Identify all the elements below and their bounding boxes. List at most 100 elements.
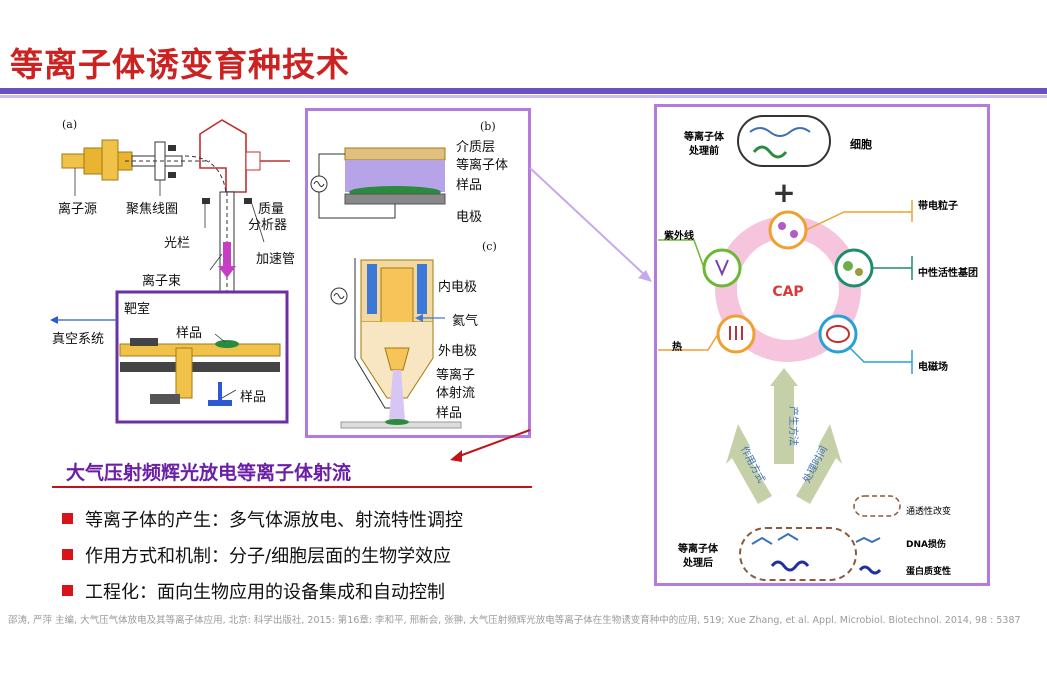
protein-denatured xyxy=(770,560,810,572)
zoom-arrow xyxy=(529,167,649,279)
protein-coil xyxy=(752,145,788,159)
dna-damage-label: DNA损伤 xyxy=(906,540,946,550)
sample-label-c: 样品 xyxy=(436,406,463,421)
cell-label: 细胞 xyxy=(850,138,872,151)
legend-dna xyxy=(855,536,881,544)
dna-helix xyxy=(749,127,811,137)
sample-holder xyxy=(208,400,232,406)
title-divider xyxy=(0,88,1047,94)
bullet-text: 作用方式和机制：分子/细胞层面的生物学效应 xyxy=(85,546,452,567)
vacuum-label: 真空系统 xyxy=(52,332,105,347)
sample-stage xyxy=(119,343,281,357)
sample-spot xyxy=(385,419,409,425)
arrow-method xyxy=(770,368,798,464)
cell-after xyxy=(739,527,857,581)
legend-membrane xyxy=(853,495,901,517)
connector-arrows xyxy=(450,167,652,462)
jet-label-2: 体射流 xyxy=(436,386,476,401)
outer-electrode-label: 外电极 xyxy=(438,344,478,359)
bullet-text: 工程化：面向生物应用的设备集成和自动控制 xyxy=(85,582,445,603)
electrode-tip xyxy=(384,347,410,371)
bullet-item: 作用方式和机制：分子/细胞层面的生物学效应 xyxy=(62,542,451,568)
connector-charged xyxy=(805,211,912,231)
gas-arrow xyxy=(415,314,423,322)
target-chamber-label: 靶室 xyxy=(124,302,151,317)
ion-beam-arrow xyxy=(223,242,231,266)
connector-uv xyxy=(658,239,705,269)
permeability-label: 通透性改变 xyxy=(906,507,952,517)
mass-analyzer-label-1: 质量 xyxy=(258,202,285,217)
em-field-icon xyxy=(826,325,850,343)
leader-line xyxy=(221,389,237,399)
ac-wave xyxy=(313,181,325,187)
legend-protein xyxy=(858,565,882,575)
inner-electrode-label: 内电极 xyxy=(438,280,478,295)
uv-icon xyxy=(715,259,729,277)
target-chamber-frame xyxy=(115,290,289,424)
ion-source-head xyxy=(101,139,119,181)
jet-label-1: 等离子 xyxy=(436,368,476,383)
coil-block xyxy=(168,172,176,178)
ion-beam-arrowhead xyxy=(218,266,236,278)
after-label-2: 处理后 xyxy=(683,558,713,569)
leader-line xyxy=(214,333,226,343)
ion-source-body xyxy=(61,153,85,169)
connector-heat xyxy=(658,333,719,351)
analyzer-port xyxy=(245,151,261,171)
bullet-text: 等离子体的产生：多气体源放电、射流特性调控 xyxy=(85,510,463,531)
ion-implanter-diagram xyxy=(50,119,290,424)
bullet-square-icon xyxy=(62,585,73,596)
particle-dot xyxy=(778,222,786,230)
dna-fragments xyxy=(751,532,799,545)
method-label: 产生方法 xyxy=(787,406,800,446)
label-arrow xyxy=(453,429,531,459)
radical-dot xyxy=(855,268,863,276)
stage-shaft xyxy=(175,347,193,399)
references: 邵涛, 严萍 主编, 大气压气体放电及其等离子体应用, 北京: 科学出版社, 2… xyxy=(8,615,1021,626)
vacuum-arrow xyxy=(50,316,58,324)
drive-block xyxy=(150,394,180,404)
arrow-time xyxy=(796,424,842,504)
em-field-node xyxy=(818,314,858,354)
label-arrowhead xyxy=(450,450,462,462)
sample-dot xyxy=(215,340,239,348)
subtitle: 大气压射频辉光放电等离子体射流 xyxy=(66,462,352,484)
uv-label: 紫外线 xyxy=(664,231,694,242)
panel-c-label: (c) xyxy=(482,240,497,253)
focus-coil-label: 聚焦线圈 xyxy=(126,202,179,217)
mass-analyzer xyxy=(199,119,247,193)
sample-label-b: 样品 xyxy=(456,178,483,193)
panel-b-label: (b) xyxy=(480,120,496,133)
connector-em xyxy=(849,347,912,363)
title-divider-shadow xyxy=(0,95,1047,98)
charged-particle-label: 带电粒子 xyxy=(918,201,958,212)
plasma-plume xyxy=(389,370,405,420)
after-label-1: 等离子体 xyxy=(678,544,718,555)
cap-mechanism-figure: + CAP 产生方法 作用方式 处理时间 xyxy=(654,104,990,586)
jet-insulator-left xyxy=(367,264,377,314)
subtitle-underline xyxy=(52,486,532,488)
mass-analyzer-label-2: 分析器 xyxy=(248,218,288,233)
bullet-item: 等离子体的产生：多气体源放电、射流特性调控 xyxy=(62,506,463,532)
stage-base xyxy=(120,362,280,372)
heat-label: 热 xyxy=(672,342,682,353)
page-title: 等离子体诱变育种技术 xyxy=(10,45,350,84)
sample-label-a2: 样品 xyxy=(240,390,267,405)
plasma-jet-diagram xyxy=(305,108,531,438)
radical-dot xyxy=(843,261,853,271)
cap-label: CAP xyxy=(772,284,803,300)
electrode-label: 电极 xyxy=(456,210,483,225)
ion-beam-label: 离子束 xyxy=(142,274,182,289)
charged-particle-node xyxy=(768,210,808,250)
bullet-square-icon xyxy=(62,549,73,560)
ion-source-flange xyxy=(83,147,103,175)
aperture-block xyxy=(202,198,210,204)
neutral-radical-node xyxy=(834,248,874,288)
jet-insulator-right xyxy=(417,264,427,314)
leader-line xyxy=(209,253,223,271)
particle-dot xyxy=(790,230,798,238)
argon-label: 氦气 xyxy=(452,314,479,329)
plus-sign: + xyxy=(772,176,795,209)
coil-block xyxy=(168,145,176,151)
bullet-square-icon xyxy=(62,513,73,524)
